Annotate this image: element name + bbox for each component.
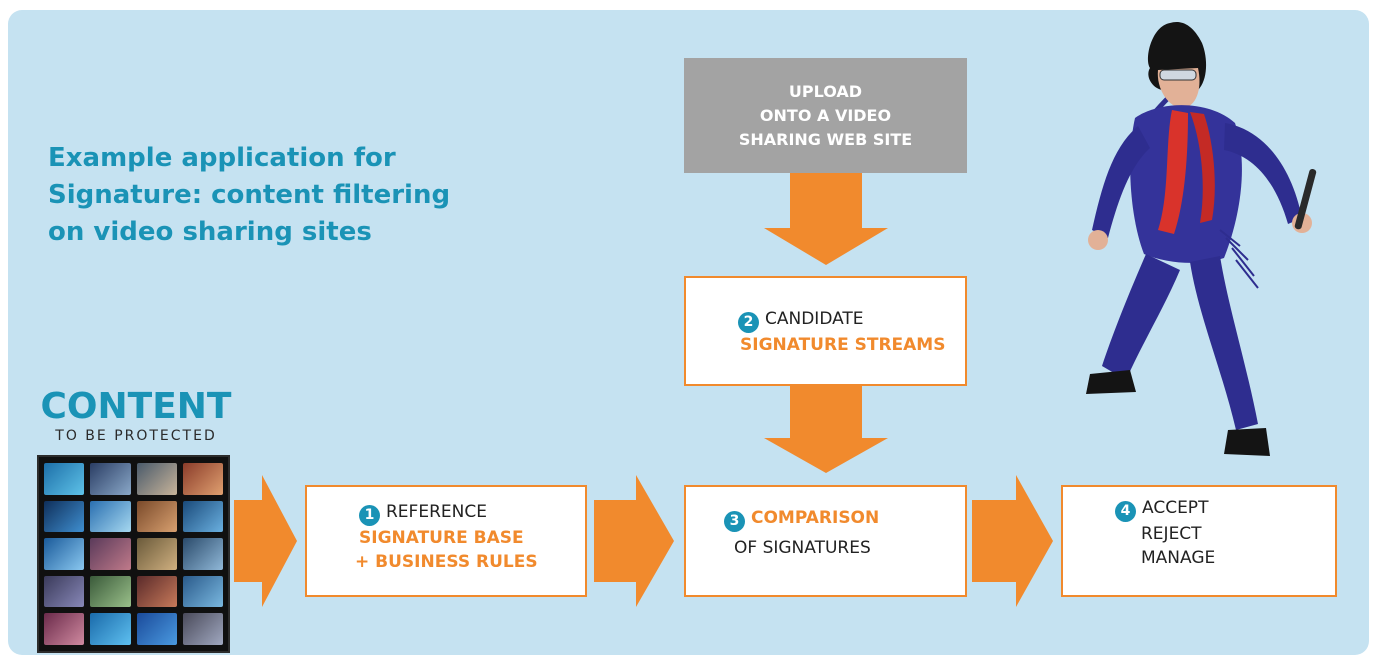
step-1-label: REFERENCE	[386, 502, 487, 522]
step-2-highlight: SIGNATURE STREAMS	[740, 335, 946, 355]
video-thumbnail	[136, 613, 177, 645]
video-thumbnail-mosaic	[37, 455, 230, 653]
content-heading: CONTENT TO BE PROTECTED	[30, 386, 242, 445]
video-thumbnail	[44, 463, 85, 495]
video-thumbnail	[90, 575, 131, 608]
video-thumbnail	[136, 463, 177, 495]
video-thumbnail	[136, 575, 177, 608]
step-number-badge: 1	[359, 505, 380, 526]
arrow-candidate-to-comparison	[764, 386, 888, 473]
video-thumbnail	[182, 575, 223, 608]
video-thumbnail	[44, 500, 85, 533]
video-thumbnail	[136, 538, 177, 570]
video-thumbnail	[44, 538, 85, 570]
step-4-reject: REJECT	[1141, 524, 1202, 544]
video-thumbnail	[44, 613, 85, 645]
step-2-label: CANDIDATE	[765, 309, 864, 329]
content-title: CONTENT	[40, 386, 232, 427]
upload-box: UPLOAD ONTO A VIDEO SHARING WEB SITE	[684, 58, 967, 173]
video-thumbnail	[136, 500, 177, 533]
video-thumbnail	[90, 463, 131, 495]
upload-line: UPLOAD	[788, 81, 863, 101]
step-1-highlight-rules: + BUSINESS RULES	[355, 552, 538, 572]
performer-illustration	[1086, 22, 1317, 456]
step-4-decision-box: 4 ACCEPT REJECT MANAGE	[1061, 485, 1337, 597]
video-thumbnail	[182, 613, 223, 645]
step-1-reference-box: 1 REFERENCE SIGNATURE BASE + BUSINESS RUL…	[305, 485, 587, 597]
step-4-accept: ACCEPT	[1142, 498, 1209, 518]
arrow-reference-to-comparison	[594, 475, 674, 607]
video-thumbnail	[182, 500, 223, 533]
step-number-badge: 3	[724, 511, 745, 532]
arrow-content-to-reference	[234, 475, 297, 607]
upload-line: SHARING WEB SITE	[738, 129, 913, 149]
video-thumbnail	[44, 575, 85, 608]
step-4-manage: MANAGE	[1141, 548, 1216, 568]
step-3-label: OF SIGNATURES	[734, 538, 871, 558]
video-thumbnail	[182, 463, 223, 495]
video-thumbnail	[90, 613, 131, 645]
video-thumbnail	[90, 538, 131, 570]
step-3-comparison-box: 3 COMPARISON OF SIGNATURES	[684, 485, 967, 597]
video-thumbnail	[182, 538, 223, 570]
step-number-badge: 4	[1115, 501, 1136, 522]
content-subtitle: TO BE PROTECTED	[55, 428, 217, 444]
arrow-comparison-to-decision	[972, 475, 1053, 607]
step-1-highlight: SIGNATURE BASE	[359, 528, 524, 548]
step-3-highlight: COMPARISON	[751, 508, 880, 528]
upload-line: ONTO A VIDEO	[759, 105, 892, 125]
arrow-upload-to-candidate	[764, 173, 888, 265]
video-thumbnail	[90, 500, 131, 533]
diagram-title: Example application for Signature: conte…	[48, 143, 451, 247]
step-2-candidate-box: 2 CANDIDATE SIGNATURE STREAMS	[684, 276, 967, 386]
step-number-badge: 2	[738, 312, 759, 333]
